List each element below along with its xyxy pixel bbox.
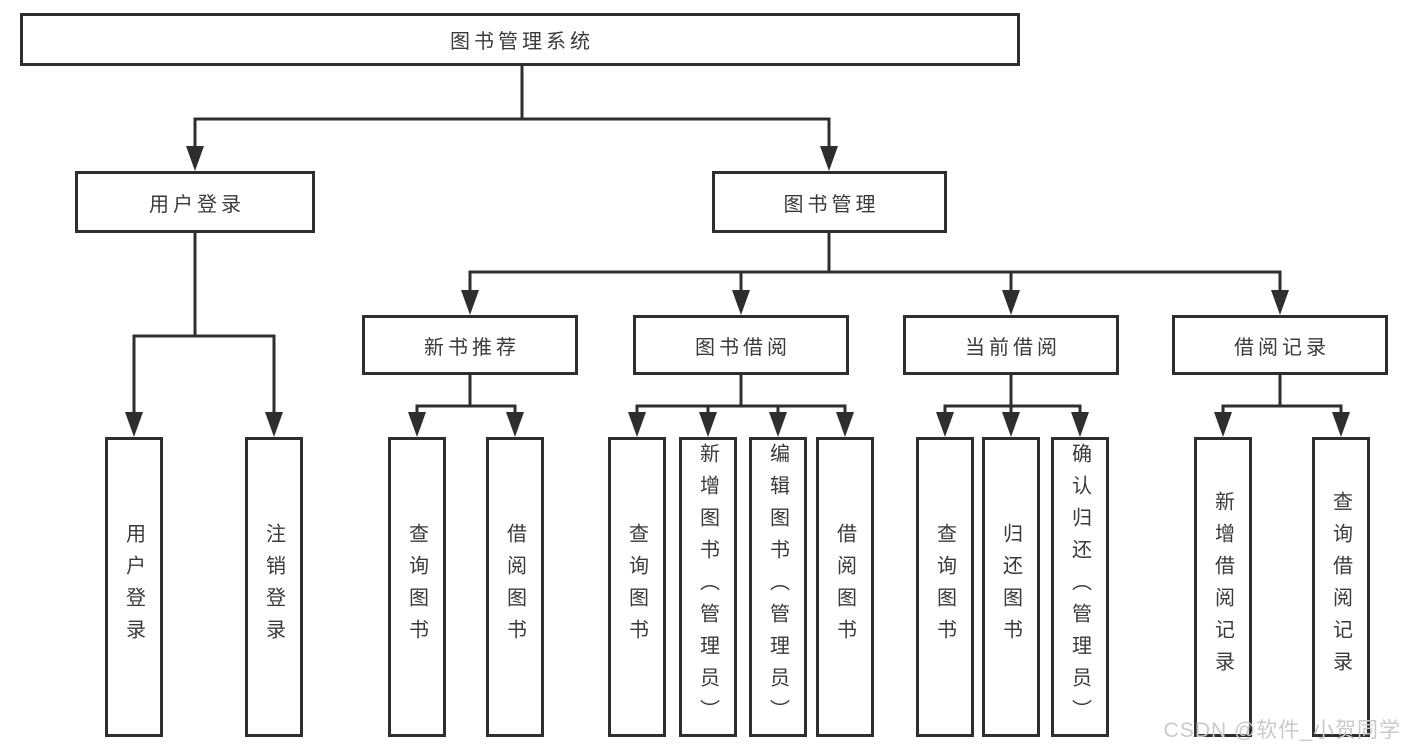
node-label: 借阅记录 bbox=[1234, 336, 1330, 359]
arrowhead-icon bbox=[836, 412, 854, 437]
node-label: 用户登录 bbox=[122, 523, 145, 651]
arrowhead-icon bbox=[408, 412, 426, 437]
connector-current-borrow-group bbox=[936, 375, 1089, 437]
connector-root-to-level2 bbox=[186, 65, 838, 171]
node-label: 新书推荐 bbox=[424, 336, 520, 359]
node-label: 图书管理 bbox=[783, 193, 880, 216]
leaf-user-login: 用户登录 bbox=[105, 437, 163, 737]
node-current-borrow: 当前借阅 bbox=[903, 315, 1119, 375]
arrowhead-icon bbox=[1071, 412, 1089, 437]
node-label: 当前借阅 bbox=[965, 336, 1061, 359]
node-label: 确认归还（管理员） bbox=[1068, 443, 1091, 731]
arrowhead-icon bbox=[186, 146, 204, 171]
leaf-query-book-3: 查询图书 bbox=[916, 437, 974, 737]
node-label: 图书借阅 bbox=[695, 336, 791, 359]
node-label: 编辑图书（管理员） bbox=[766, 443, 789, 731]
arrowhead-icon bbox=[265, 412, 283, 437]
arrowhead-icon bbox=[732, 290, 750, 315]
leaf-edit-book-admin: 编辑图书（管理员） bbox=[749, 437, 807, 737]
arrowhead-icon bbox=[1332, 412, 1350, 437]
arrowhead-icon bbox=[1002, 412, 1020, 437]
node-label: 查询图书 bbox=[625, 523, 648, 651]
leaf-return-book: 归还图书 bbox=[982, 437, 1040, 737]
connector-book-borrow-group bbox=[628, 375, 854, 437]
node-label: 查询图书 bbox=[405, 523, 428, 651]
leaf-borrow-book-2: 借阅图书 bbox=[816, 437, 874, 737]
arrowhead-icon bbox=[506, 412, 524, 437]
node-label: 查询图书 bbox=[933, 523, 956, 651]
node-root: 图书管理系统 bbox=[20, 13, 1020, 66]
node-label: 借阅图书 bbox=[503, 523, 526, 651]
leaf-add-book-admin: 新增图书（管理员） bbox=[679, 437, 737, 737]
leaf-confirm-return-admin: 确认归还（管理员） bbox=[1051, 437, 1109, 737]
arrowhead-icon bbox=[125, 412, 143, 437]
node-user-login: 用户登录 bbox=[75, 171, 315, 233]
leaf-logout: 注销登录 bbox=[245, 437, 303, 737]
arrowhead-icon bbox=[936, 412, 954, 437]
leaf-borrow-book-1: 借阅图书 bbox=[486, 437, 544, 737]
arrowhead-icon bbox=[820, 146, 838, 171]
connector-book-manage-to-level3 bbox=[461, 233, 1289, 315]
leaf-add-borrow-record: 新增借阅记录 bbox=[1194, 437, 1252, 737]
node-label: 归还图书 bbox=[999, 523, 1022, 651]
node-book-borrow: 图书借阅 bbox=[633, 315, 849, 375]
connector-new-book-group bbox=[408, 375, 524, 437]
node-label: 借阅图书 bbox=[833, 523, 856, 651]
node-label: 用户登录 bbox=[149, 193, 245, 216]
arrowhead-icon bbox=[699, 412, 717, 437]
node-label: 注销登录 bbox=[262, 523, 285, 651]
arrowhead-icon bbox=[1214, 412, 1232, 437]
node-new-book-recommend: 新书推荐 bbox=[362, 315, 578, 375]
leaf-query-book-1: 查询图书 bbox=[388, 437, 446, 737]
arrowhead-icon bbox=[769, 412, 787, 437]
connector-user-login-group bbox=[125, 233, 283, 437]
node-label: 查询借阅记录 bbox=[1329, 491, 1352, 683]
arrowhead-icon bbox=[628, 412, 646, 437]
node-label: 新增图书（管理员） bbox=[696, 443, 719, 731]
node-book-manage: 图书管理 bbox=[712, 171, 947, 233]
arrowhead-icon bbox=[461, 290, 479, 315]
watermark: CSDN @软件_小贺同学 bbox=[1163, 719, 1401, 742]
arrowhead-icon bbox=[1002, 290, 1020, 315]
leaf-query-borrow-record: 查询借阅记录 bbox=[1312, 437, 1370, 737]
leaf-query-book-2: 查询图书 bbox=[608, 437, 666, 737]
node-borrow-record: 借阅记录 bbox=[1172, 315, 1388, 375]
arrowhead-icon bbox=[1271, 290, 1289, 315]
node-label: 图书管理系统 bbox=[450, 31, 594, 53]
connector-borrow-record-group bbox=[1214, 375, 1350, 437]
node-label: 新增借阅记录 bbox=[1211, 491, 1234, 683]
